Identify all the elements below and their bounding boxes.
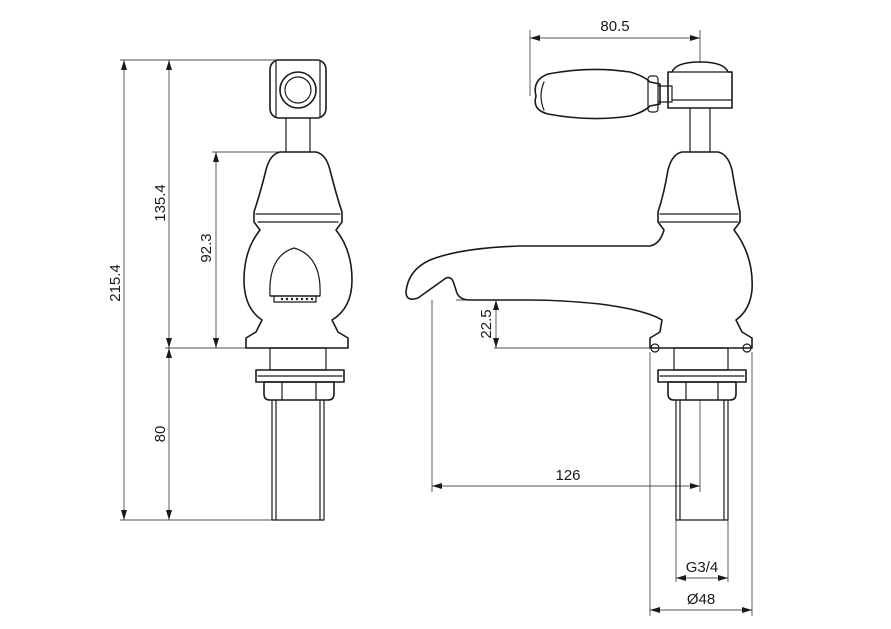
dim-overall-height: 215.4 (107, 264, 124, 302)
front-backnut (667, 381, 737, 401)
side-view (243, 59, 353, 521)
side-dimensions: 215.4 135.4 80 92.3 (107, 59, 290, 521)
front-head-cap (667, 61, 733, 109)
front-fixing-pin-right (742, 343, 752, 353)
front-body (405, 151, 753, 349)
front-dimensions: 80.5 22.5 126 G3/4 Ø48 (431, 18, 753, 616)
side-aerator (280, 297, 314, 301)
dim-base-diameter: Ø48 (687, 591, 715, 608)
dim-tail-length: 80 (152, 426, 169, 443)
side-handle-ring (279, 71, 317, 109)
dim-body-height: 135.4 (152, 184, 169, 222)
dim-lever-reach: 80.5 (600, 18, 629, 35)
front-lever-handle (534, 68, 661, 120)
side-handle-head (269, 59, 327, 119)
side-body (243, 151, 353, 349)
front-fixing-pin-left (650, 343, 660, 353)
dim-thread-size: G3/4 (686, 559, 719, 576)
side-threaded-tail (271, 399, 325, 521)
front-view (405, 61, 753, 521)
front-threaded-tail (675, 399, 729, 521)
dim-spout-projection: 126 (555, 467, 580, 484)
dim-spout-body-height: 92.3 (198, 233, 215, 262)
side-backnut (263, 381, 335, 401)
dim-spout-clearance: 22.5 (478, 309, 495, 338)
